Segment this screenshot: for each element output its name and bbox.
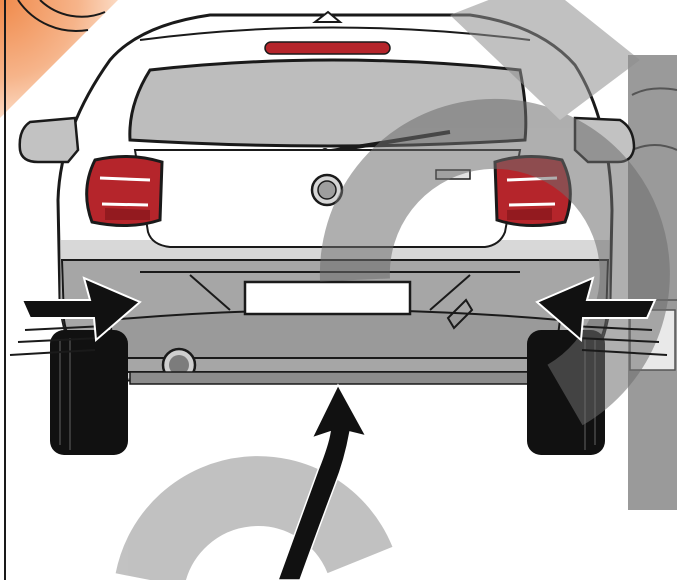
left-tail-light xyxy=(87,156,162,225)
left-mirror xyxy=(20,118,78,162)
left-wheel xyxy=(50,330,128,455)
bumper-lower-strip xyxy=(130,372,540,384)
license-plate xyxy=(245,282,410,314)
third-brake-light xyxy=(265,42,390,54)
